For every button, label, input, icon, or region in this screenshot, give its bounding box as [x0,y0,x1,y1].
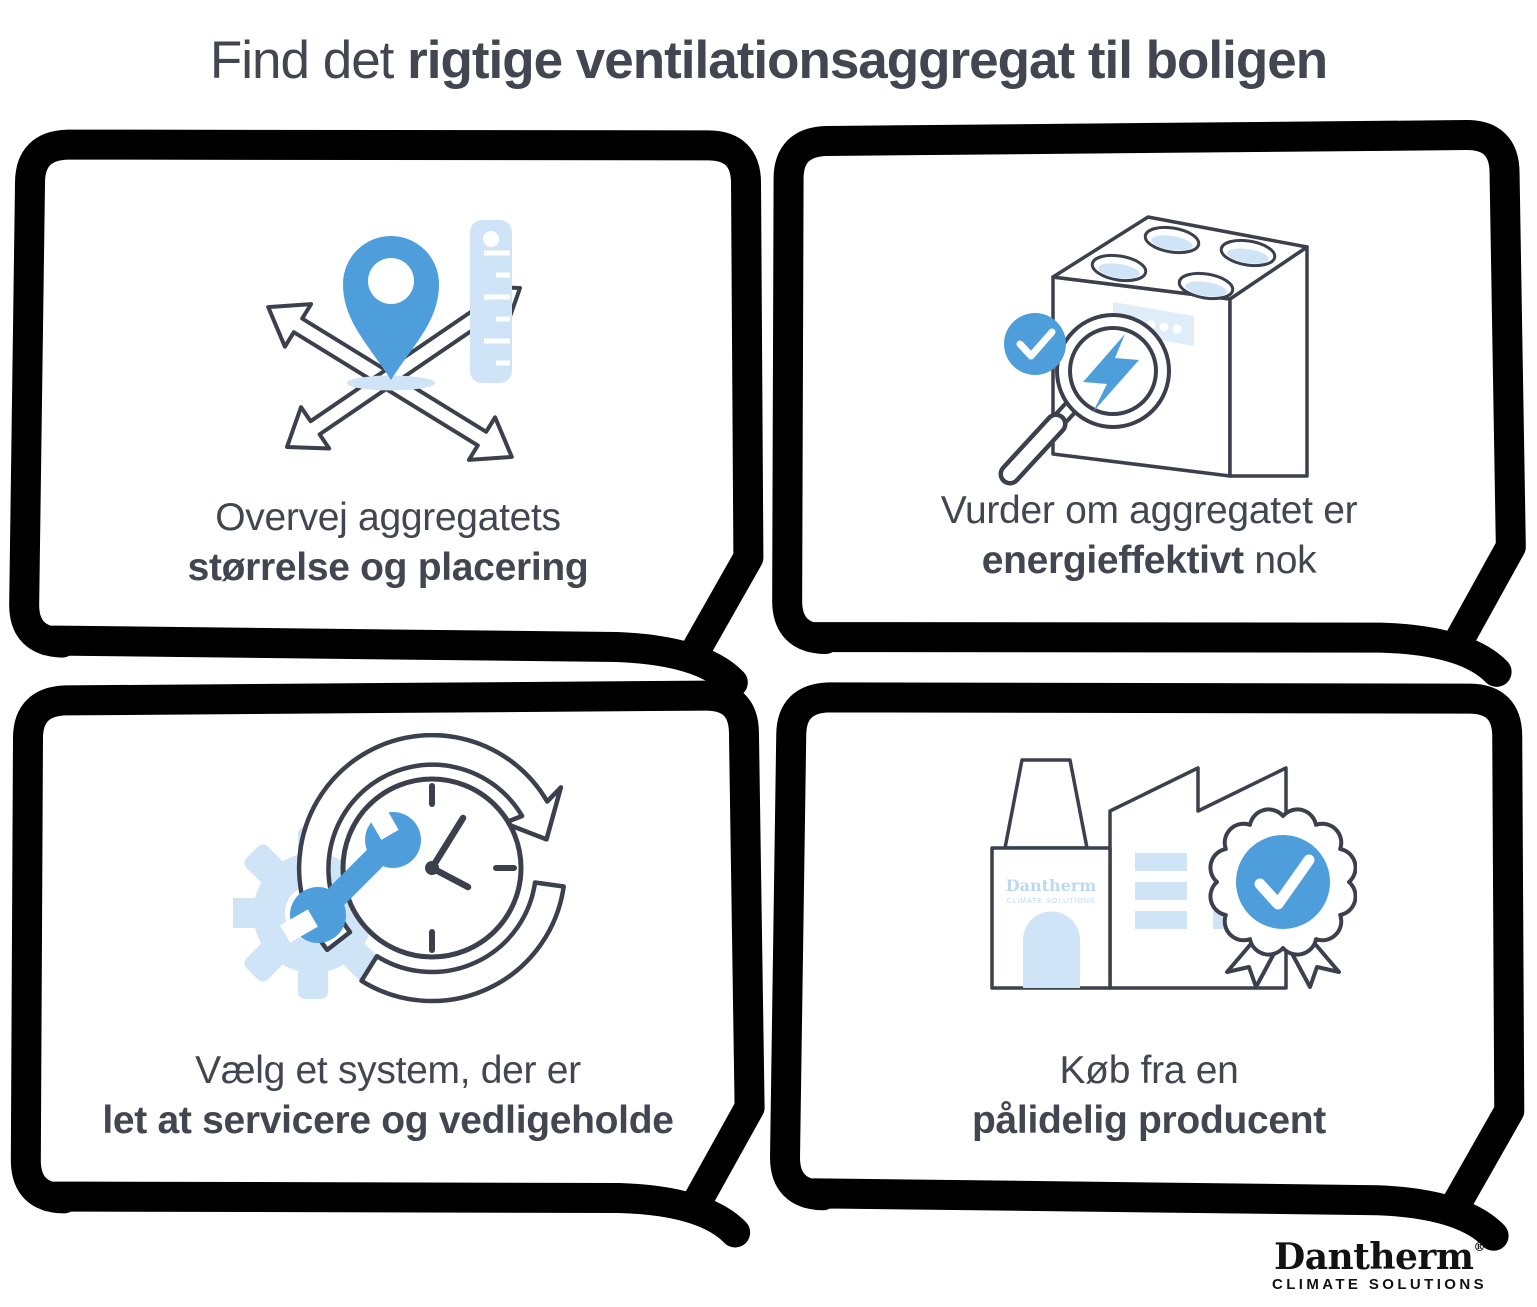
certified-badge-icon [1208,807,1357,989]
title-regular: Find det [209,31,408,90]
card-frame [770,682,1525,1251]
wrench-icon [280,802,421,943]
logo-brand: Dantherm® [1272,1228,1487,1276]
card-size-placement: Overvej aggregatets størrelse og placeri… [8,125,768,710]
caption-line2-bold: pålidelig producent [972,1099,1326,1142]
map-pin-hole [368,258,414,304]
circular-arrow-icon [296,733,566,1004]
factory-door [1023,911,1080,988]
title-bold: rigtige ventilationsaggregat til boligen [407,31,1328,90]
card-frame [9,129,764,698]
card-energy-efficiency: Vurder om aggregatet er energieffektivt … [769,118,1529,703]
duct-holes [1090,225,1277,301]
factory-brand-label: Dantherm [1006,876,1097,895]
pin-shadow [347,375,435,391]
card-caption: Vurder om aggregatet er energieffektivt … [769,486,1529,586]
ruler-hole [483,231,499,247]
card-frame [772,120,1526,687]
caption-line1: Vælg et system, der er [195,1049,581,1092]
caption-line1: Køb fra en [1059,1049,1239,1092]
caption-line1: Vurder om aggregatet er [940,489,1358,532]
chimney [1003,758,1089,850]
caption-line1: Overvej aggregatets [215,496,561,539]
registered-mark-icon: ® [1473,1240,1485,1254]
caption-line2-bold: energieffektivt [981,539,1244,582]
card-frame [10,680,765,1248]
magnifier-icon [998,313,1171,486]
caption-line2-suffix: nok [1243,539,1317,582]
service-clock-wrench-gear-icon [233,733,566,1004]
dantherm-logo: Dantherm® CLIMATE SOLUTIONS [1272,1228,1487,1294]
lightning-bolt-icon [1083,334,1139,412]
card-caption: Vælg et system, der er let at servicere … [8,1046,768,1146]
card-trusted-producer: Dantherm CLIMATE SOLUTIONS Køb fra en på… [769,678,1529,1263]
location-pin-arrows-ruler-icon [266,220,522,462]
clock-ticks [429,783,517,953]
card-caption: Køb fra en pålidelig producent [769,1046,1529,1146]
page-title: Find det rigtige ventilationsaggregat ti… [0,30,1537,91]
factory-sub-label: CLIMATE SOLUTIONS [1006,898,1095,905]
ruler-ticks [484,250,510,366]
map-pin-icon [343,236,439,380]
ventilation-unit-energy-magnifier-icon [998,215,1309,486]
badge-check [1254,854,1315,910]
factory-certified-badge-icon: Dantherm CLIMATE SOLUTIONS [990,758,1357,990]
card-serviceability: Vælg et system, der er let at servicere … [8,678,768,1263]
card-caption: Overvej aggregatets størrelse og placeri… [8,493,768,593]
caption-line2-bold: størrelse og placering [187,546,589,589]
logo-subtitle: CLIMATE SOLUTIONS [1271,1276,1487,1293]
logo-brand-text: Dantherm [1274,1236,1474,1278]
caption-line2-bold: let at servicere og vedligeholde [102,1099,674,1142]
check-circle-icon [1004,313,1066,375]
